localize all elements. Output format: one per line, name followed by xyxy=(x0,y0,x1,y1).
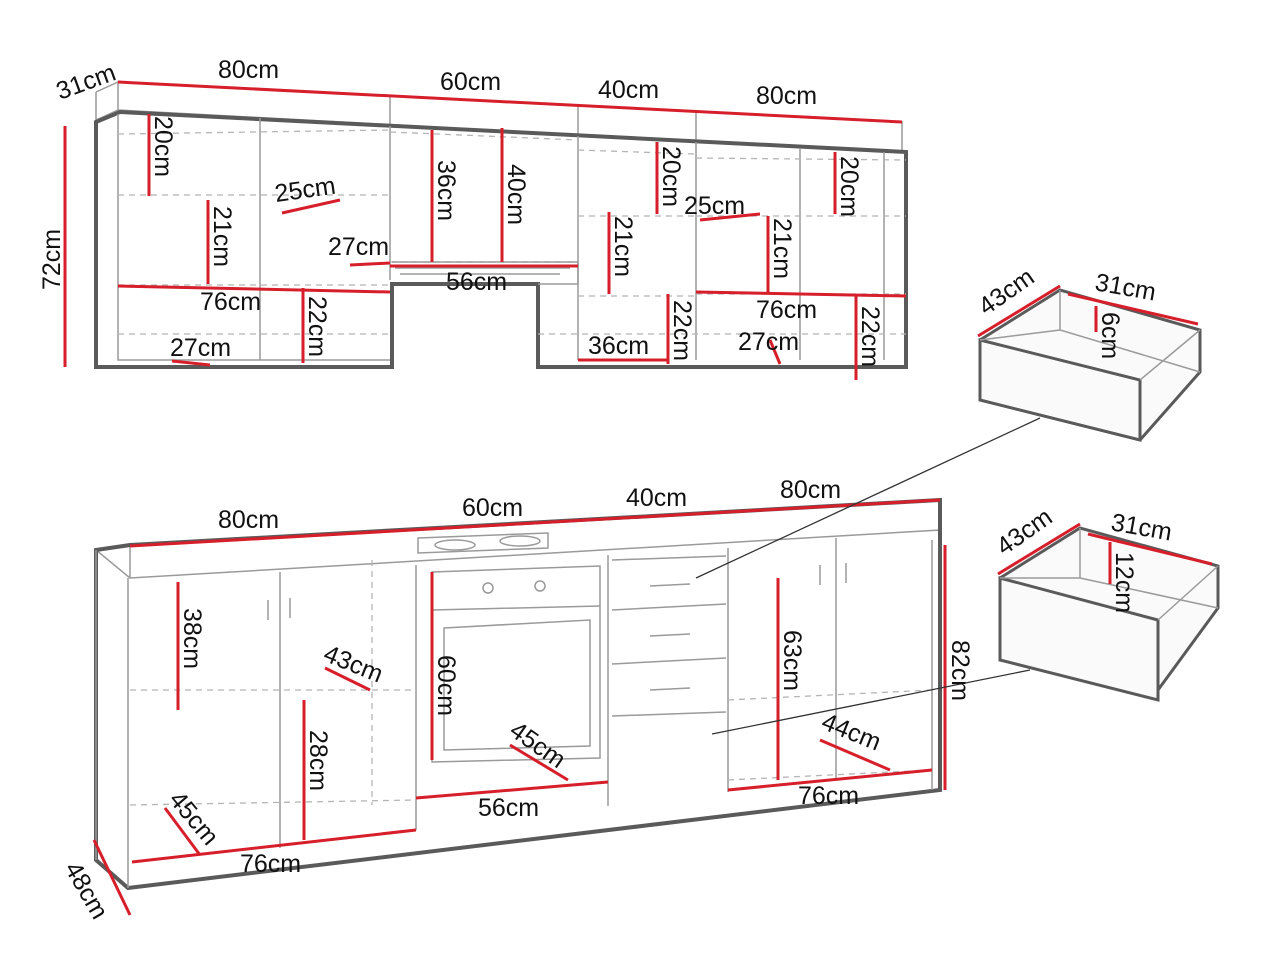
label-upper-width-2: 60cm xyxy=(440,68,501,96)
leader-line-drawer-top xyxy=(695,417,1041,579)
label-upper-height: 72cm xyxy=(38,229,66,290)
label-lower-width-3: 40cm xyxy=(626,484,687,512)
label-u1-bottom-depth: 27cm xyxy=(170,334,231,362)
label-lower-width-1: 80cm xyxy=(218,506,279,534)
label-upper-width-1: 80cm xyxy=(218,56,279,84)
lower-red-dimension-lines xyxy=(92,498,947,916)
label-drawer-top-height: 6cm xyxy=(1096,312,1124,359)
label-u1-shelf-gap-top: 20cm xyxy=(149,116,177,177)
label-drawer-bottom-height: 12cm xyxy=(1110,552,1138,613)
dimension-labels: 31cm 72cm 80cm 60cm 40cm 80cm 20cm 25cm … xyxy=(38,56,1174,924)
label-l2-oven-depth: 45cm xyxy=(505,716,571,774)
label-u4-shelf-gap-top: 20cm xyxy=(835,156,863,217)
label-u4-shelf-gap-mid: 21cm xyxy=(768,218,796,279)
label-l2-inner-width: 56cm xyxy=(478,794,539,822)
label-u2-inner-width: 56cm xyxy=(446,268,507,296)
drawer-stack xyxy=(611,555,727,717)
label-u2-inner-height: 40cm xyxy=(502,164,530,225)
label-l4-inner-width: 76cm xyxy=(798,782,859,810)
label-l1-lower-height: 28cm xyxy=(304,730,332,791)
label-l2-oven-height: 60cm xyxy=(432,655,460,716)
label-lower-height: 82cm xyxy=(946,640,974,701)
label-u2-door-height: 36cm xyxy=(432,160,460,221)
label-u3-shelf-gap-mid: 21cm xyxy=(609,216,637,277)
upper-red-dimension-lines xyxy=(63,80,907,380)
label-u4-shelf-depth: 25cm xyxy=(684,192,745,220)
label-lower-width-2: 60cm xyxy=(462,494,523,522)
label-u3-bottom-gap: 22cm xyxy=(668,300,696,361)
label-u1-bottom-gap: 22cm xyxy=(303,296,331,357)
label-l4-inner-height: 63cm xyxy=(778,630,806,691)
label-u4-inner-width: 76cm xyxy=(756,296,817,324)
drawer-detail-bottom xyxy=(997,522,1220,702)
label-l1-inner-width: 76cm xyxy=(240,850,301,878)
label-u1-side-depth: 27cm xyxy=(328,233,389,261)
leader-line-drawer-bottom xyxy=(711,669,1031,735)
label-u4-bottom-gap: 22cm xyxy=(856,306,884,367)
label-upper-width-4: 80cm xyxy=(756,82,817,110)
label-l1-upper-height: 38cm xyxy=(178,608,206,669)
label-l4-bottom-depth: 44cm xyxy=(818,708,885,757)
label-u3-shelf-gap-top: 20cm xyxy=(657,146,685,207)
label-upper-width-3: 40cm xyxy=(598,76,659,104)
drawer-detail-top xyxy=(977,284,1202,442)
label-u4-bottom-depth: 27cm xyxy=(738,328,799,356)
upper-cabinets xyxy=(94,81,908,369)
upper-cabinet-outline xyxy=(94,109,908,369)
label-u1-inner-width: 76cm xyxy=(200,288,261,316)
label-u3-bottom-width: 36cm xyxy=(588,332,649,360)
label-upper-depth: 31cm xyxy=(52,58,119,105)
label-u1-shelf-gap-mid: 21cm xyxy=(208,206,236,267)
label-lower-width-4: 80cm xyxy=(780,476,841,504)
hob xyxy=(417,532,549,554)
